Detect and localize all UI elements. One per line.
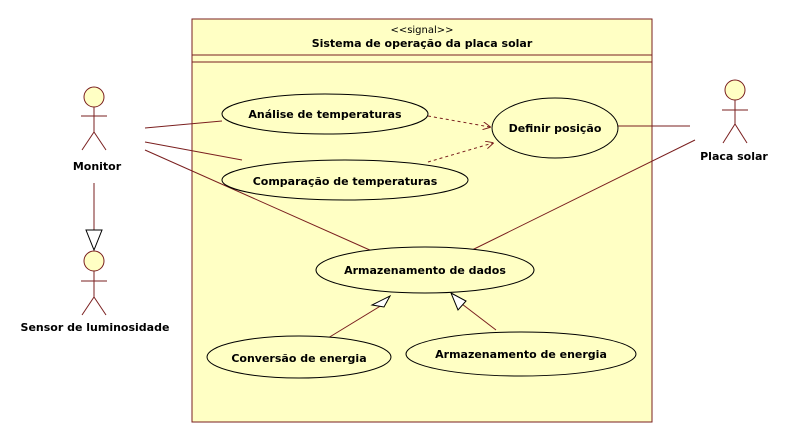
use-case-analise-temperaturas[interactable]: Análise de temperaturas xyxy=(221,93,429,135)
use-case-label: Conversão de energia xyxy=(231,352,366,365)
use-case-label: Armazenamento de energia xyxy=(435,348,607,361)
actor-placa-solar[interactable]: Placa solar xyxy=(700,79,768,163)
actor-sensor-luminosidade[interactable]: Sensor de luminosidade xyxy=(21,250,170,334)
actor-label: Sensor de luminosidade xyxy=(21,321,170,334)
use-case-armazenamento-dados[interactable]: Armazenamento de dados xyxy=(315,246,535,294)
generalization-energia-dados xyxy=(450,291,497,331)
use-case-definir-posicao[interactable]: Definir posição xyxy=(491,97,619,159)
actor-label: Monitor xyxy=(73,160,122,173)
generalization-conversao-dados xyxy=(327,294,392,339)
actor-monitor[interactable]: Monitor xyxy=(73,86,122,173)
generalization-monitor-sensor xyxy=(85,183,103,252)
use-case-armazenamento-energia[interactable]: Armazenamento de energia xyxy=(405,331,637,377)
association-monitor-comparacao xyxy=(144,141,243,161)
use-case-label: Análise de temperaturas xyxy=(248,108,402,121)
stick-figure-icon xyxy=(81,86,107,151)
use-case-comparacao-temperaturas[interactable]: Comparação de temperaturas xyxy=(221,159,469,201)
association-monitor-armazenamento xyxy=(144,149,373,252)
stick-figure-icon xyxy=(81,250,107,316)
system-stereotype: <<signal>> xyxy=(390,25,453,36)
system-title: Sistema de operação da placa solar xyxy=(312,37,533,50)
stick-figure-icon xyxy=(722,79,748,144)
dependency-analise-definir xyxy=(427,115,490,127)
association-placa-armazenamento xyxy=(469,139,696,252)
use-case-conversao-energia[interactable]: Conversão de energia xyxy=(206,335,392,379)
actor-label: Placa solar xyxy=(700,150,768,163)
use-case-label: Definir posição xyxy=(509,122,602,135)
association-monitor-analise xyxy=(144,120,223,129)
use-case-label: Armazenamento de dados xyxy=(344,264,506,277)
dependency-comparacao-definir xyxy=(427,143,493,163)
use-case-label: Comparação de temperaturas xyxy=(253,175,438,188)
